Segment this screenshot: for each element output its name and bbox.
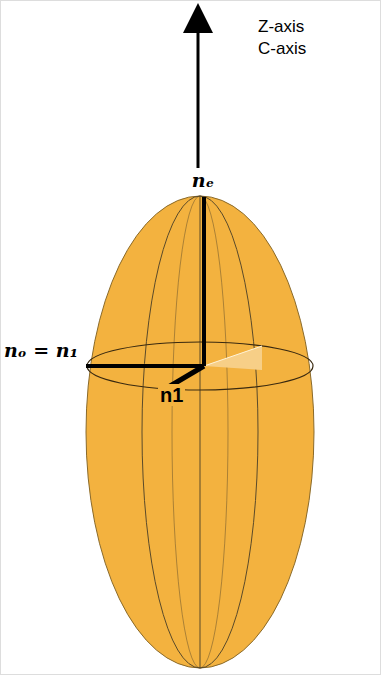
axis-label: Z-axis [258, 18, 304, 37]
index-symbol: n1 [158, 384, 185, 406]
index-symbol: nₑ [192, 170, 214, 191]
axis-label: C-axis [258, 40, 306, 59]
index-symbol: nₒ = n₁ [4, 340, 78, 361]
